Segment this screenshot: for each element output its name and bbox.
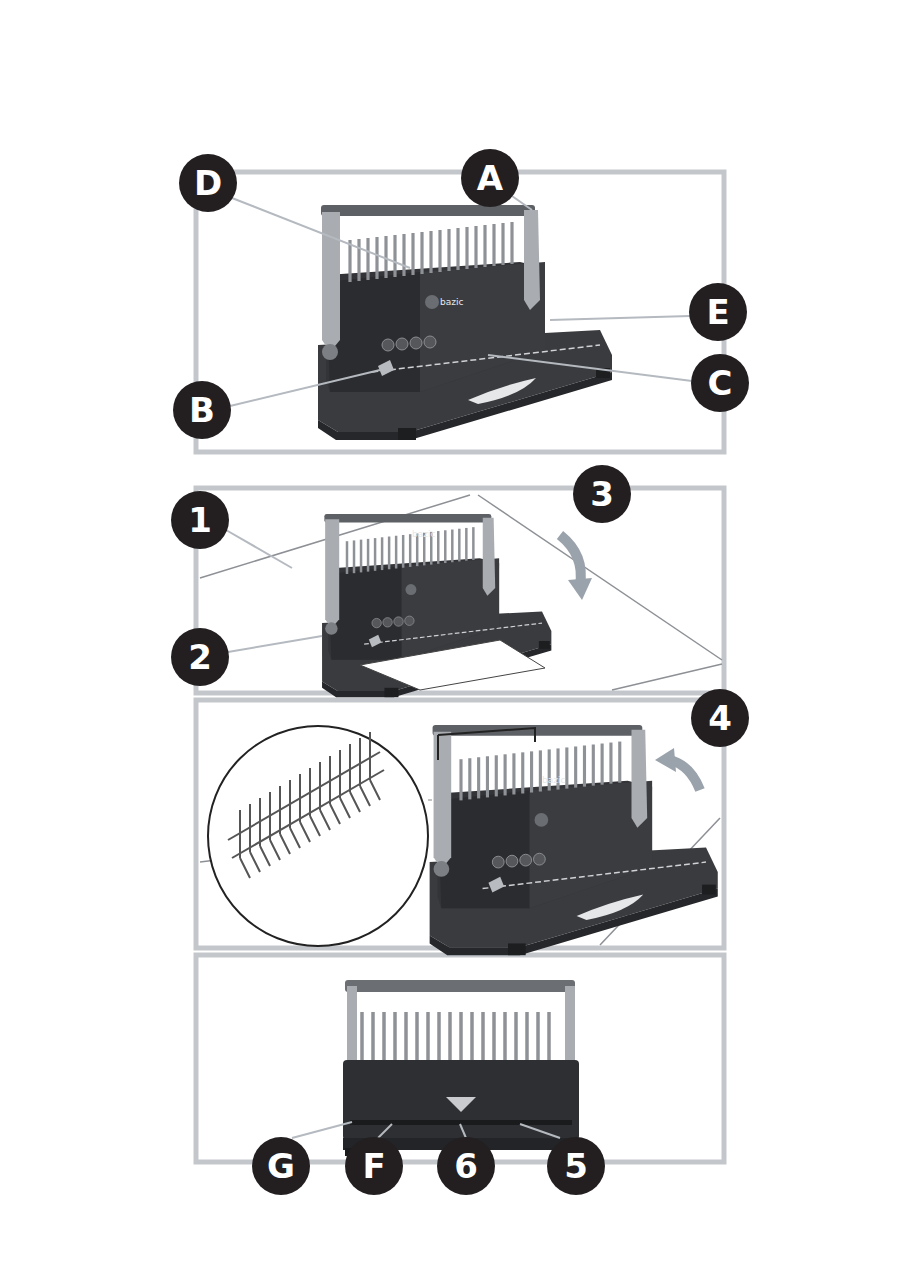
callout-number: F (362, 1149, 385, 1183)
brand-logo: bazic (542, 776, 565, 785)
callout-circle: 4 (691, 689, 749, 747)
callout-number: 6 (454, 1149, 478, 1183)
callout-number: A (477, 161, 503, 195)
callout-circle: G (252, 1137, 310, 1195)
callout-circle: C (691, 354, 749, 412)
callout-number: 1 (188, 503, 212, 537)
callout-number: 3 (590, 477, 614, 511)
brand-logo: bazic (440, 298, 463, 307)
callout-circle: E (689, 283, 747, 341)
callout-circle: 5 (547, 1137, 605, 1195)
callout-circle: B (173, 381, 231, 439)
callout-circle: F (345, 1137, 403, 1195)
callout-number: E (706, 295, 729, 329)
callout-circle: A (461, 149, 519, 207)
callout-number: 2 (188, 640, 212, 674)
callout-number: 4 (708, 701, 732, 735)
callout-number: G (267, 1149, 295, 1183)
callout-circle: 1 (171, 491, 229, 549)
callout-number: 5 (564, 1149, 588, 1183)
callout-circle: 3 (573, 465, 631, 523)
callout-number: C (708, 366, 733, 400)
callout-number: B (189, 393, 215, 427)
callout-number: D (194, 166, 222, 200)
callout-circle: 2 (171, 628, 229, 686)
brand-logo: bazic (412, 530, 435, 539)
callout-circle: 6 (437, 1137, 495, 1195)
callout-circle: D (179, 154, 237, 212)
